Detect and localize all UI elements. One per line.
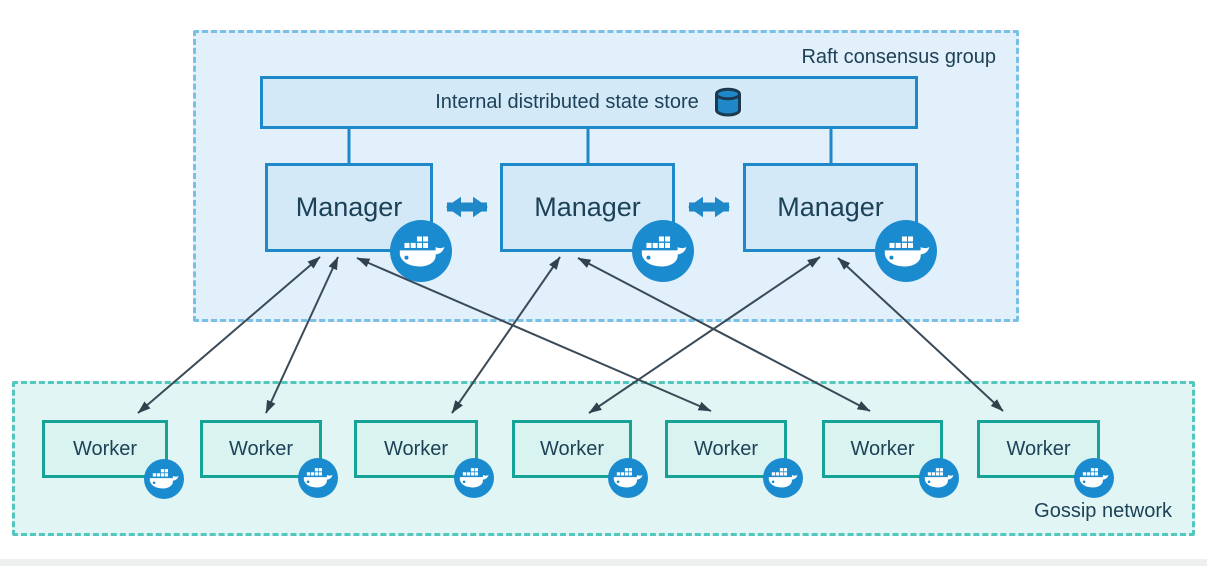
manager-2-label: Manager: [534, 192, 641, 222]
docker-badge-worker-6: [919, 458, 959, 498]
raft-group-label: Raft consensus group: [801, 46, 996, 68]
worker-3-node: Worker: [354, 420, 478, 478]
docker-badge-worker-5: [763, 458, 803, 498]
docker-whale-icon: [884, 236, 930, 267]
docker-badge-worker-2: [298, 458, 338, 498]
docker-badge-manager-2: [632, 220, 694, 282]
manager-3-label: Manager: [777, 192, 884, 222]
worker-2-label: Worker: [228, 437, 294, 460]
docker-badge-worker-7: [1074, 458, 1114, 498]
docker-badge-worker-3: [454, 458, 494, 498]
docker-whale-icon: [460, 468, 489, 488]
gossip-network-label: Gossip network: [1034, 500, 1172, 522]
state-store-node: Internal distributed state store: [260, 76, 918, 129]
database-cylinder-icon: [714, 87, 741, 116]
docker-whale-icon: [614, 468, 643, 488]
worker-3-label: Worker: [383, 437, 449, 460]
window-bottom-edge: [0, 559, 1207, 566]
worker-1-node: Worker: [42, 420, 168, 478]
docker-whale-icon: [1080, 468, 1109, 488]
manager-2-node: Manager: [500, 163, 675, 252]
docker-whale-icon: [399, 236, 445, 267]
docker-whale-icon: [641, 236, 687, 267]
worker-4-label: Worker: [539, 437, 605, 460]
state-store-label: Internal distributed state store: [435, 91, 699, 113]
manager-1-label: Manager: [295, 192, 403, 222]
docker-whale-icon: [150, 469, 179, 489]
docker-whale-icon: [769, 468, 798, 488]
manager-3-node: Manager: [743, 163, 918, 252]
docker-whale-icon: [304, 468, 333, 488]
worker-6-label: Worker: [850, 437, 915, 460]
docker-badge-manager-3: [875, 220, 937, 282]
worker-5-label: Worker: [693, 437, 759, 460]
docker-whale-icon: [925, 468, 954, 488]
worker-1-label: Worker: [72, 437, 138, 460]
docker-badge-manager-1: [390, 220, 452, 282]
docker-badge-worker-1: [144, 459, 184, 499]
worker-7-label: Worker: [1006, 437, 1071, 460]
docker-badge-worker-4: [608, 458, 648, 498]
